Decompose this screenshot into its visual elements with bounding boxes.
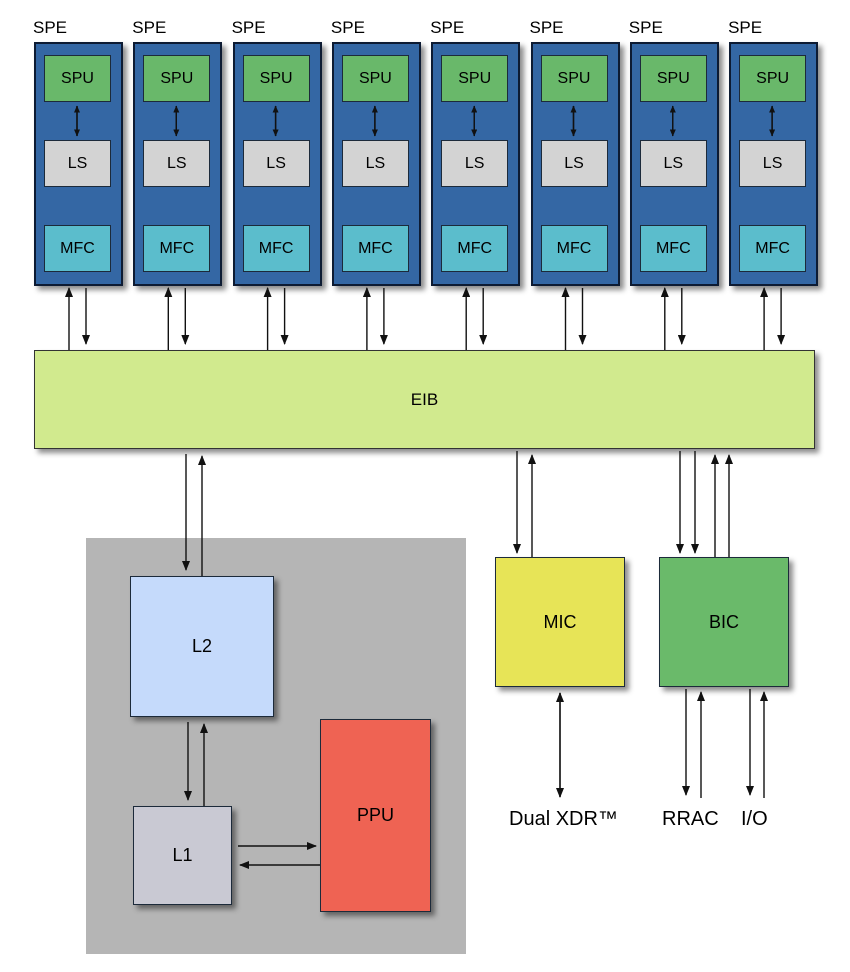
mfc-block: MFC: [341, 225, 409, 272]
ls-block-label: LS: [762, 154, 783, 172]
ls-block-label: LS: [564, 154, 584, 172]
mfc-block-label: MFC: [655, 239, 691, 257]
bic-block: BIC: [659, 557, 789, 687]
spu-block: SPU: [639, 55, 707, 102]
dual-xdr-label: Dual XDR™: [509, 808, 618, 830]
mfc-block: MFC: [44, 225, 111, 272]
spu-block-label: SPU: [160, 69, 194, 87]
mfc-block: MFC: [540, 225, 608, 272]
mfc-block-label: MFC: [60, 239, 95, 257]
l1-label: L1: [172, 845, 193, 865]
l2-label: L2: [191, 636, 213, 656]
mfc-block-label: MFC: [457, 239, 493, 257]
spe-label: SPE: [430, 18, 465, 37]
mfc-block: MFC: [739, 225, 807, 272]
ls-block: LS: [739, 140, 807, 187]
rrac-label: RRAC: [662, 808, 719, 830]
mfc-block-label: MFC: [556, 239, 592, 257]
spu-block: SPU: [540, 55, 608, 102]
eib-bus: EIB: [34, 350, 815, 449]
io-label: I/O: [741, 808, 768, 830]
spe-label: SPE: [628, 18, 663, 37]
spe-label: SPE: [330, 18, 365, 37]
spu-block-label: SPU: [458, 69, 492, 87]
spe-label: SPE: [231, 18, 266, 37]
spe-label: SPE: [728, 18, 763, 37]
spu-block-label: SPU: [61, 69, 94, 87]
mfc-block-label: MFC: [358, 239, 393, 257]
ls-block-label: LS: [167, 154, 187, 172]
bic-label: BIC: [708, 611, 739, 632]
spe-label: SPE: [529, 18, 564, 37]
ppu-label: PPU: [356, 805, 394, 825]
ls-block: LS: [639, 140, 707, 187]
spu-block-label: SPU: [656, 69, 690, 87]
ls-block: LS: [44, 140, 111, 187]
ls-block: LS: [441, 140, 509, 187]
mfc-block-label: MFC: [755, 239, 790, 257]
eib-label: EIB: [410, 389, 439, 409]
mfc-block: MFC: [441, 225, 509, 272]
spu-block-label: SPU: [756, 69, 790, 87]
mic-block: MIC: [495, 557, 625, 687]
mfc-block: MFC: [242, 225, 310, 272]
spu-block: SPU: [739, 55, 807, 102]
l1-cache: L1: [133, 806, 232, 905]
ls-block: LS: [540, 140, 608, 187]
spe-label: SPE: [33, 18, 68, 37]
spu-block-label: SPU: [259, 69, 293, 87]
spe-label: SPE: [132, 18, 167, 37]
ls-block: LS: [341, 140, 409, 187]
spu-block: SPU: [44, 55, 111, 102]
ls-block-label: LS: [365, 154, 386, 172]
spu-block-label: SPU: [358, 69, 392, 87]
ppu-block: PPU: [320, 719, 431, 912]
ls-block-label: LS: [266, 154, 286, 172]
spu-block: SPU: [143, 55, 211, 102]
spu-block: SPU: [341, 55, 409, 102]
mfc-block-label: MFC: [258, 239, 294, 257]
ls-block: LS: [242, 140, 310, 187]
l2-cache: L2: [130, 576, 274, 717]
ls-block-label: LS: [663, 154, 684, 172]
spu-block: SPU: [441, 55, 509, 102]
mfc-block-label: MFC: [159, 239, 195, 257]
mfc-block: MFC: [143, 225, 211, 272]
ls-block-label: LS: [67, 154, 88, 172]
mic-label: MIC: [543, 611, 577, 632]
ls-block-label: LS: [464, 154, 485, 172]
spu-block: SPU: [242, 55, 310, 102]
ls-block: LS: [143, 140, 211, 187]
mfc-block: MFC: [639, 225, 707, 272]
spu-block-label: SPU: [557, 69, 591, 87]
